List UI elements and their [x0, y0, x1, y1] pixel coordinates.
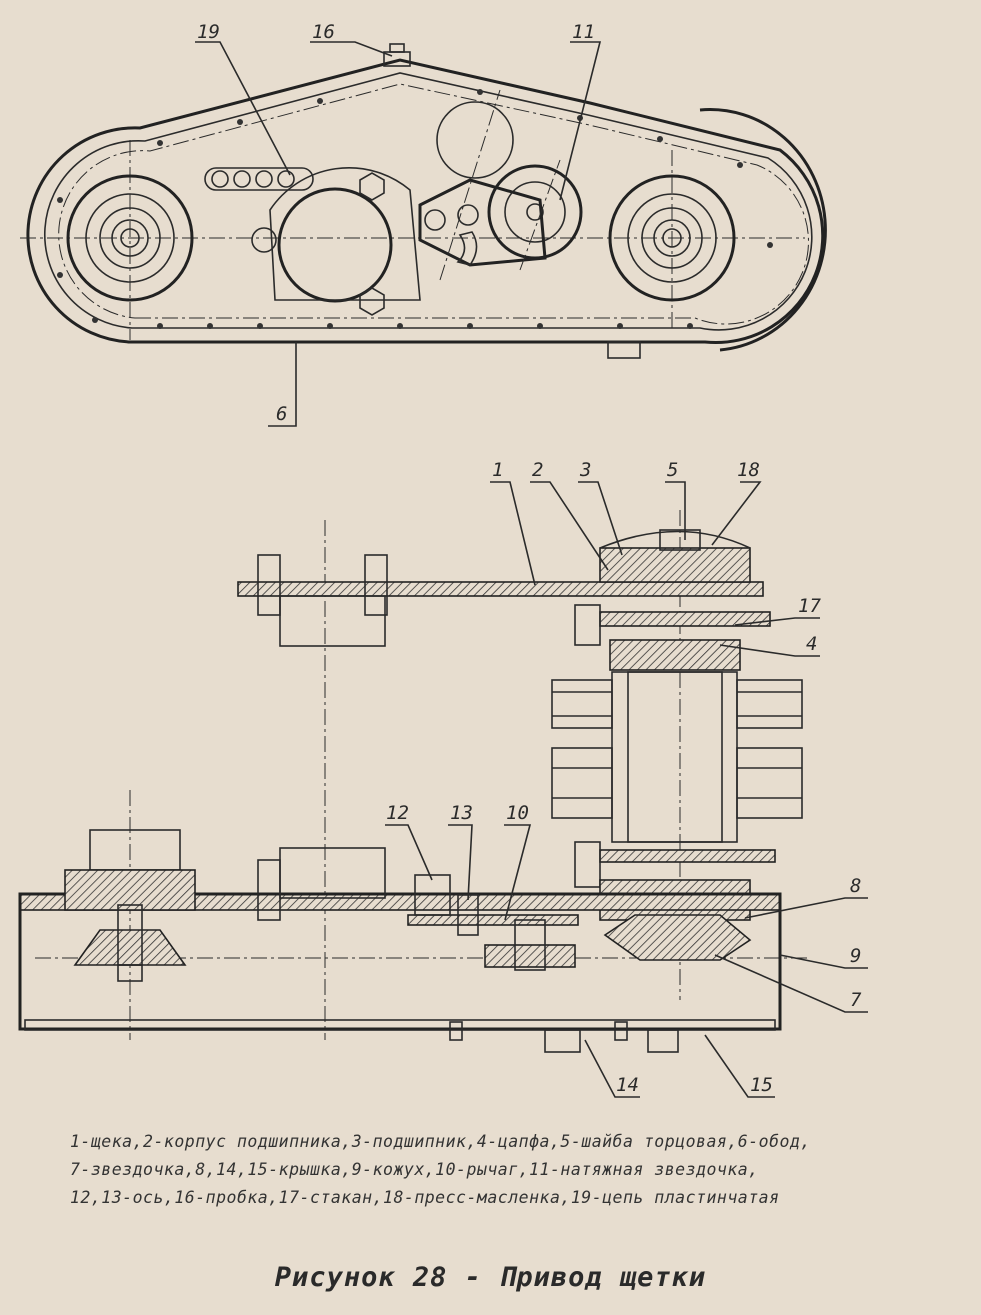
sec-callout-1: 1	[492, 459, 503, 481]
sec-callout-7: 7	[850, 989, 862, 1011]
sec-callout-17: 17	[798, 595, 821, 617]
legend-line: 7-звездочка,8,14,15-крышка,9-кожух,10-ры…	[70, 1160, 759, 1179]
right-sprocket	[608, 174, 736, 302]
sec-callout-5: 5	[667, 459, 678, 481]
legend-line: 12,13-ось,16-пробка,17-стакан,18-пресс-м…	[70, 1188, 780, 1207]
sec-callout-12: 12	[386, 802, 409, 824]
top-callout-11: 11	[572, 21, 595, 43]
figure-caption: Рисунок 28 - Привод щетки	[274, 1262, 707, 1293]
sec-callout-8: 8	[850, 875, 861, 897]
plate-chain-19	[204, 167, 314, 191]
sec-callout-2: 2	[532, 459, 543, 481]
sec-callout-18: 18	[737, 459, 760, 481]
sec-callout-13: 13	[450, 802, 473, 824]
top-callout-6: 6	[276, 403, 287, 425]
sec-callout-10: 10	[506, 802, 529, 824]
sec-callout-15: 15	[750, 1074, 773, 1096]
parts-legend: 1-щека,2-корпус подшипника,3-подшипник,4…	[70, 1128, 960, 1212]
left-sprocket	[66, 174, 194, 302]
top-callout-16: 16	[312, 21, 335, 43]
sec-callout-14: 14	[616, 1074, 639, 1096]
top-view	[20, 41, 827, 427]
sec-callout-4: 4	[806, 633, 817, 655]
section-view	[18, 481, 868, 1098]
sec-callout-3: 3	[579, 459, 591, 481]
legend-line: 1-щека,2-корпус подшипника,3-подшипник,4…	[70, 1132, 811, 1151]
sec-callout-9: 9	[850, 945, 861, 967]
top-callout-19: 19	[197, 21, 220, 43]
